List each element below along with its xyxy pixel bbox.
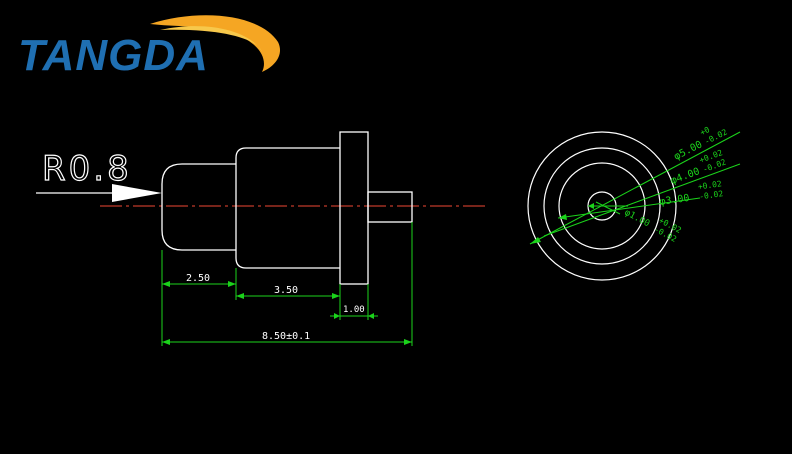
pin-flange: [339, 131, 369, 285]
dim-total-label: 8.50±0.1: [262, 331, 310, 342]
circle-d4: [543, 147, 661, 265]
dim-barrel-label: 3.50: [274, 285, 298, 296]
logo-swoosh-icon: [150, 15, 281, 72]
logo-swoosh-inner-icon: [160, 26, 262, 52]
label-d3-group: φ3.00 +0.02 -0.02: [659, 179, 724, 208]
pin-barrel: [235, 147, 340, 269]
d5-tol-plus: +0: [699, 125, 712, 137]
side-dimensions: [161, 222, 413, 346]
circle-d5: [527, 131, 677, 281]
end-leaders: [529, 131, 741, 245]
logo-text: TANGDA: [18, 31, 209, 80]
radius-callout: R0.8: [36, 148, 162, 202]
side-view: [100, 131, 488, 285]
radius-label: R0.8: [42, 149, 132, 189]
brand-logo: TANGDA: [18, 15, 281, 80]
radius-arrow-icon: [112, 184, 162, 202]
pin-tip: [161, 163, 236, 251]
label-d1-group: φ1.00 +0.02 -0.02: [623, 208, 683, 244]
d3-label: φ3.00: [659, 193, 690, 208]
d1-label: φ1.00: [623, 208, 652, 230]
dim-tip-label: 2.50: [186, 273, 210, 284]
dim-flange-label: 1.00: [343, 305, 365, 315]
d3-tol-minus: -0.02: [699, 189, 724, 201]
pin-tail: [367, 191, 413, 223]
d3-tol-plus: +0.02: [697, 179, 722, 191]
